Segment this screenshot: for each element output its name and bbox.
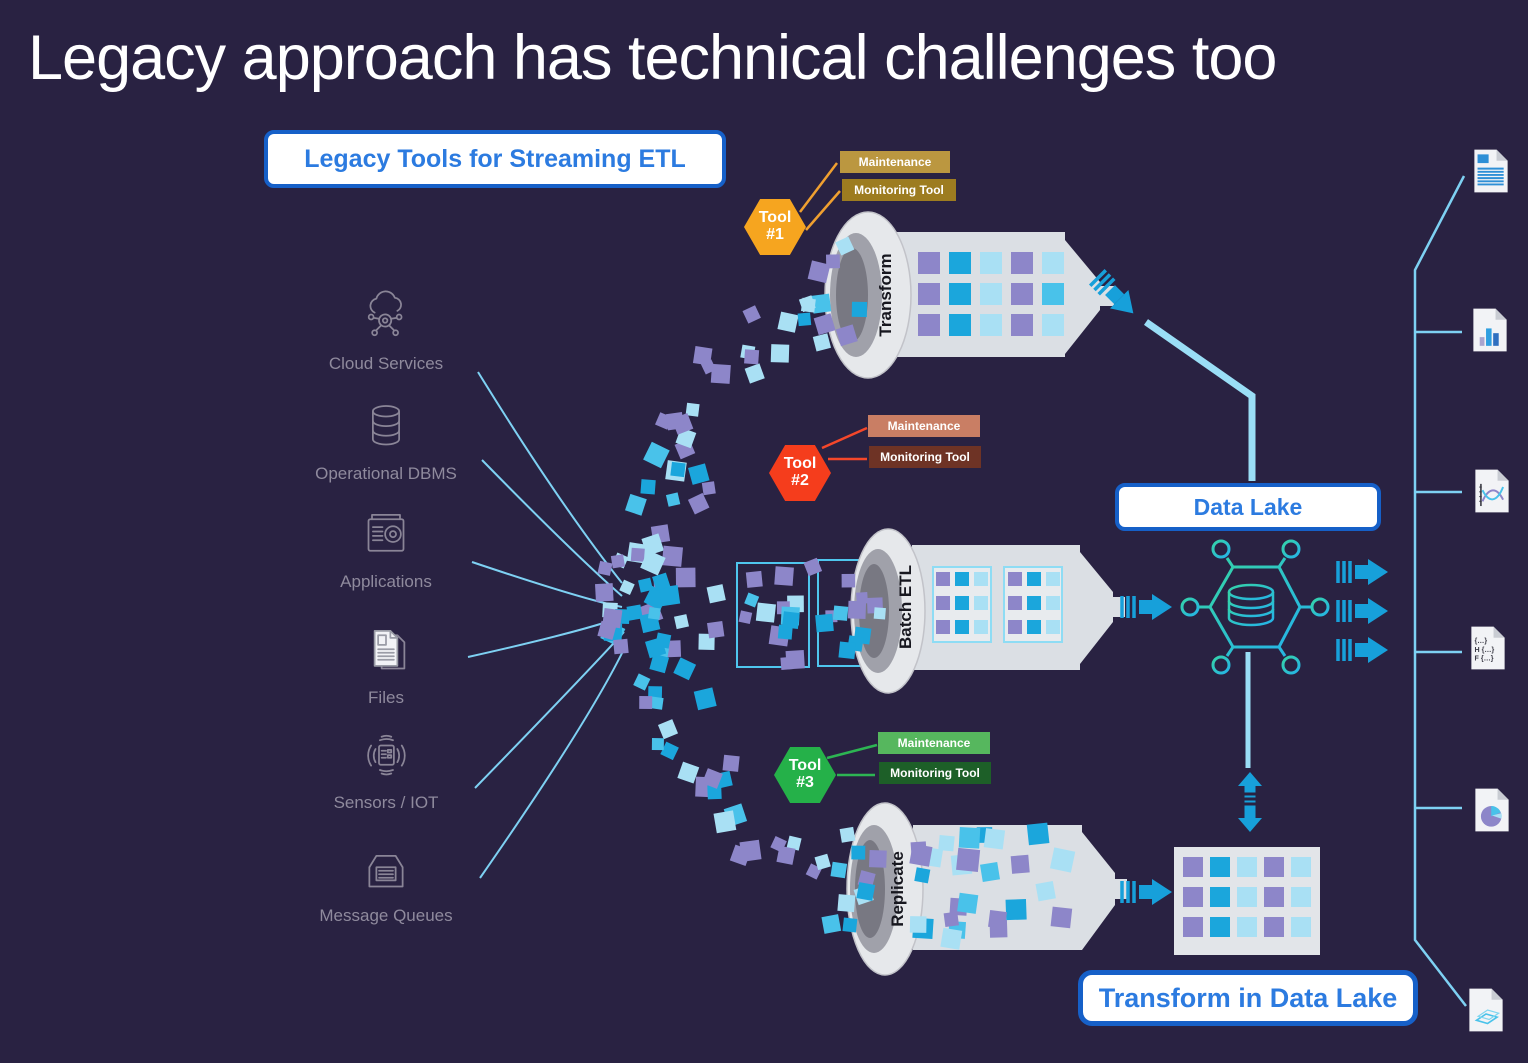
source-label: Operational DBMS bbox=[315, 464, 457, 483]
files-icon bbox=[306, 622, 466, 682]
source-label: Sensors / IOT bbox=[333, 793, 439, 812]
data-particles bbox=[595, 236, 1076, 950]
transform-in-data-lake-label: Transform in Data Lake bbox=[1078, 970, 1418, 1026]
source-label: Files bbox=[368, 688, 404, 707]
tool-number: #1 bbox=[766, 226, 784, 243]
tool-2-maintenance-chip: Maintenance bbox=[868, 415, 980, 437]
source-sensors-iot: Sensors / IOT bbox=[306, 727, 466, 813]
replicate-funnel-label: Replicate bbox=[888, 851, 907, 927]
tool-name: Tool bbox=[788, 757, 822, 775]
source-operational-dbms: Operational DBMS bbox=[306, 398, 466, 484]
svg-text:F {…}: F {…} bbox=[1475, 655, 1494, 663]
sensors-iot-icon bbox=[306, 727, 466, 787]
lake-grid-double-arrow bbox=[1238, 772, 1262, 832]
source-cloud-services: Cloud Services bbox=[306, 288, 466, 374]
source-label: Cloud Services bbox=[328, 354, 444, 373]
data-lake-icon bbox=[1180, 539, 1330, 675]
transform-funnel-label: Transform bbox=[876, 253, 895, 337]
operational-dbms-icon bbox=[306, 398, 466, 458]
tool-3-monitoring-chip: Monitoring Tool bbox=[879, 762, 991, 784]
source-message-queues: Message Queues bbox=[306, 840, 466, 926]
tool-number: #3 bbox=[796, 774, 814, 791]
message-queues-icon bbox=[306, 840, 466, 900]
output-connector-tree bbox=[1413, 175, 1467, 1007]
doc-formula-icon: {…}H {…}F {…} bbox=[1469, 625, 1507, 671]
tool-1-maintenance-chip: Maintenance bbox=[840, 151, 950, 173]
svg-text:{…}: {…} bbox=[1475, 637, 1488, 645]
doc-line-chart-icon bbox=[1473, 468, 1511, 514]
tool-number: #2 bbox=[791, 472, 809, 489]
cloud-services-icon bbox=[306, 288, 466, 348]
tool-1-monitoring-chip: Monitoring Tool bbox=[842, 179, 956, 201]
tool-3-maintenance-chip: Maintenance bbox=[878, 732, 990, 754]
transform-to-lake-connector bbox=[1143, 319, 1256, 481]
applications-icon bbox=[306, 506, 466, 566]
doc-text-icon bbox=[1472, 148, 1510, 194]
data-lake-label-text: Data Lake bbox=[1193, 493, 1303, 520]
tool-callout-lines bbox=[799, 162, 878, 777]
tool-2-monitoring-chip: Monitoring Tool bbox=[869, 446, 981, 468]
doc-bar-chart-icon bbox=[1471, 307, 1509, 353]
source-files: Files bbox=[306, 622, 466, 708]
doc-layers-icon bbox=[1467, 987, 1505, 1033]
doc-pie-chart-icon bbox=[1473, 787, 1511, 833]
source-applications: Applications bbox=[306, 506, 466, 592]
legacy-tools-label: Legacy Tools for Streaming ETL bbox=[264, 130, 726, 188]
source-label: Applications bbox=[340, 572, 432, 591]
data-lake-label: Data Lake bbox=[1115, 483, 1381, 531]
page-title: Legacy approach has technical challenges… bbox=[28, 23, 1277, 93]
batch-etl-funnel-label: Batch ETL bbox=[896, 564, 915, 650]
source-label: Message Queues bbox=[319, 906, 453, 925]
transform-in-data-lake-label-text: Transform in Data Lake bbox=[1098, 982, 1398, 1013]
svg-text:H {…}: H {…} bbox=[1475, 646, 1495, 654]
legacy-tools-label-text: Legacy Tools for Streaming ETL bbox=[304, 144, 686, 173]
tool-name: Tool bbox=[783, 455, 817, 473]
tool-name: Tool bbox=[758, 209, 792, 227]
grid-squares bbox=[918, 252, 1311, 937]
